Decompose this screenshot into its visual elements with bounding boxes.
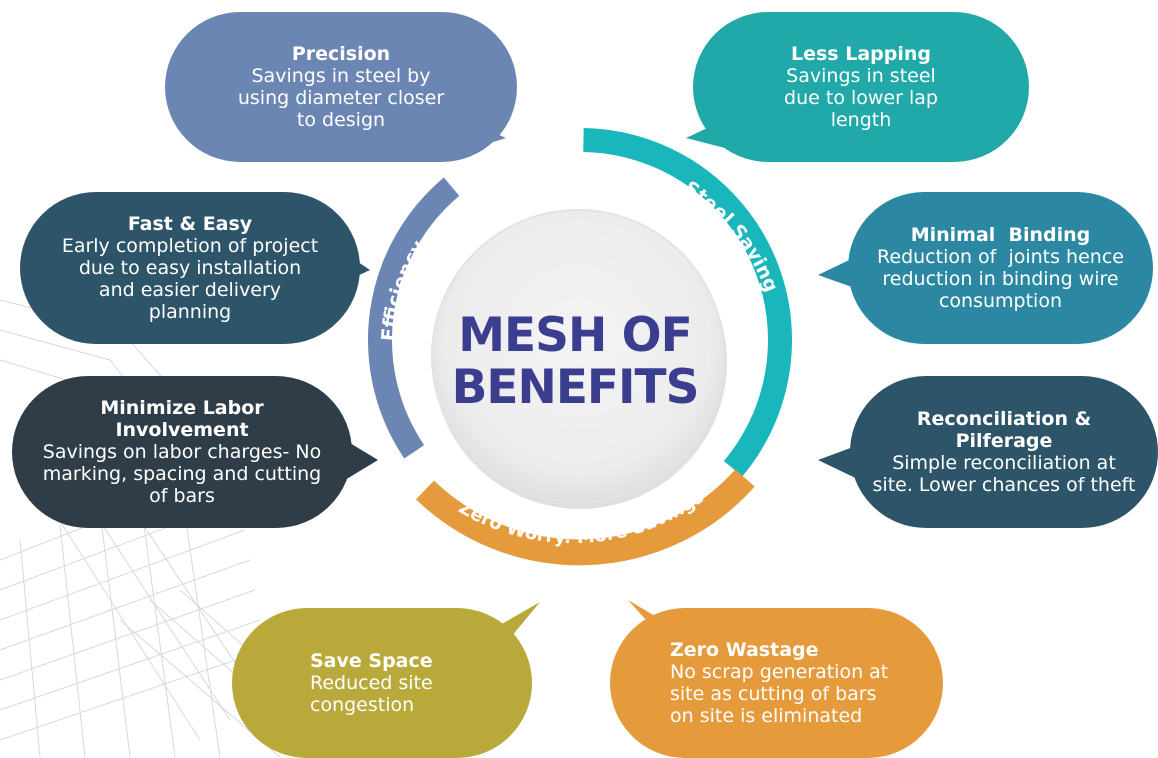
save-space-line: congestion [310,694,415,716]
reconciliation-line: Simple reconciliation at [892,452,1116,474]
less-lapping-bubble: Less Lapping Savings in steel due to low… [693,12,1029,162]
efficiency-arc [368,128,792,552]
fast-easy-title: Fast & Easy [127,213,253,235]
reconciliation-line: site. Lower chances of theft [872,474,1136,496]
minimize-labor-line: of bars [149,485,215,507]
fast-easy-line: and easier delivery [98,279,282,301]
minimal-binding-line: reduction in binding wire [882,268,1119,290]
minimize-labor-title: Involvement [115,419,249,441]
minimize-labor-line: Savings on labor charges- No [42,441,322,463]
center-circle [431,209,725,503]
minimize-labor-line: marking, spacing and cutting [42,463,322,485]
less-lapping-line: Savings in steel [786,65,936,87]
minimize-labor-bubble: Minimize Labor Involvement Savings on la… [12,376,352,528]
minimal-binding-line: Reduction of joints hence [877,246,1124,268]
zero-wastage-bubble: Zero Wastage No scrap generation at site… [610,608,943,758]
zero-wastage-line: site as cutting of bars [670,683,877,705]
minimize-labor-bubble-tail [345,440,378,480]
zero-wastage-line: No scrap generation at [670,661,889,683]
zero-wastage-title: Zero Wastage [670,639,819,661]
fast-easy-line: planning [148,301,232,323]
reconciliation-title: Reconciliation & [916,408,1092,430]
center-title: MESH OF BENEFITS [451,308,700,415]
zero-worry-arc [415,469,755,566]
precision-title: Precision [291,43,391,65]
fast-easy-bubble: Fast & Easy Early completion of project … [20,192,360,344]
minimize-labor-title: Minimize Labor [100,397,264,419]
save-space-bubble: Save Space Reduced site congestion [232,608,532,758]
fast-easy-line: due to easy installation [78,257,302,279]
less-lapping-line: due to lower lap [784,87,938,109]
minimal-binding-title: Minimal Binding [910,224,1091,246]
precision-line: to design [296,109,386,131]
save-space-title: Save Space [310,650,433,672]
precision-bubble: Precision Savings in steel by using diam… [165,12,517,162]
less-lapping-title: Less Lapping [791,43,931,65]
minimal-binding-bubble: Minimal Binding Reduction of joints henc… [848,192,1153,344]
precision-line: using diameter closer [237,87,445,109]
steel-saving-arc [368,127,792,552]
save-space-line: Reduced site [310,672,433,694]
zero-wastage-line: on site is eliminated [670,705,863,727]
minimal-binding-line: consumption [938,290,1063,312]
less-lapping-line: length [830,109,892,131]
reconciliation-bubble: Reconciliation & Pilferage Simple reconc… [850,376,1158,528]
precision-line: Savings in steel by [251,65,431,87]
reconciliation-title: Pilferage [955,430,1053,452]
fast-easy-line: Early completion of project [61,235,319,257]
